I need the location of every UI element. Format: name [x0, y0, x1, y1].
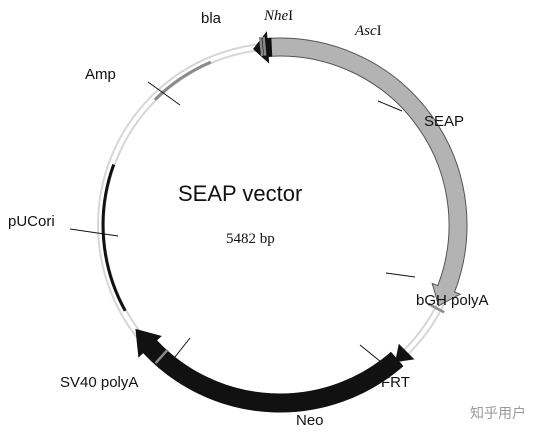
amp-label: Amp	[85, 66, 116, 83]
neo-label: Neo	[296, 412, 324, 429]
vector-name: SEAP vector	[178, 181, 302, 206]
watermark: 知乎用户	[470, 405, 526, 422]
bgh-leader-line	[385, 272, 416, 278]
frt-label: FRT	[381, 374, 410, 391]
seap-label: SEAP	[424, 113, 464, 130]
vector-size: 5482 bp	[226, 231, 275, 247]
sv40-polya-label: SV40 polyA	[60, 374, 138, 391]
seap-leader-line	[377, 100, 403, 112]
pucori-feature-arc	[101, 163, 127, 312]
bla-label: bla	[201, 10, 222, 27]
nhe-site-tick	[259, 36, 264, 57]
frt-marker	[395, 343, 415, 363]
frt-leader-line	[359, 344, 392, 371]
amp-feature-arc	[153, 60, 212, 101]
sv40-leader-line	[170, 337, 191, 363]
pucori-leader-line	[69, 228, 119, 237]
pucori-label: pUCori	[8, 213, 55, 230]
asc-site-label: AscI	[354, 23, 382, 39]
amp-leader-line	[147, 81, 181, 106]
nhe-site-label: NheI	[263, 8, 293, 24]
seap-feature-arrow	[269, 37, 468, 307]
sv40-polya-tick	[154, 349, 169, 365]
bgh-polya-label: bGH polyA	[416, 292, 489, 309]
neo-feature-arrow	[135, 328, 404, 413]
asc-site-tick	[262, 36, 267, 56]
bgh-polya-tick	[427, 302, 445, 314]
